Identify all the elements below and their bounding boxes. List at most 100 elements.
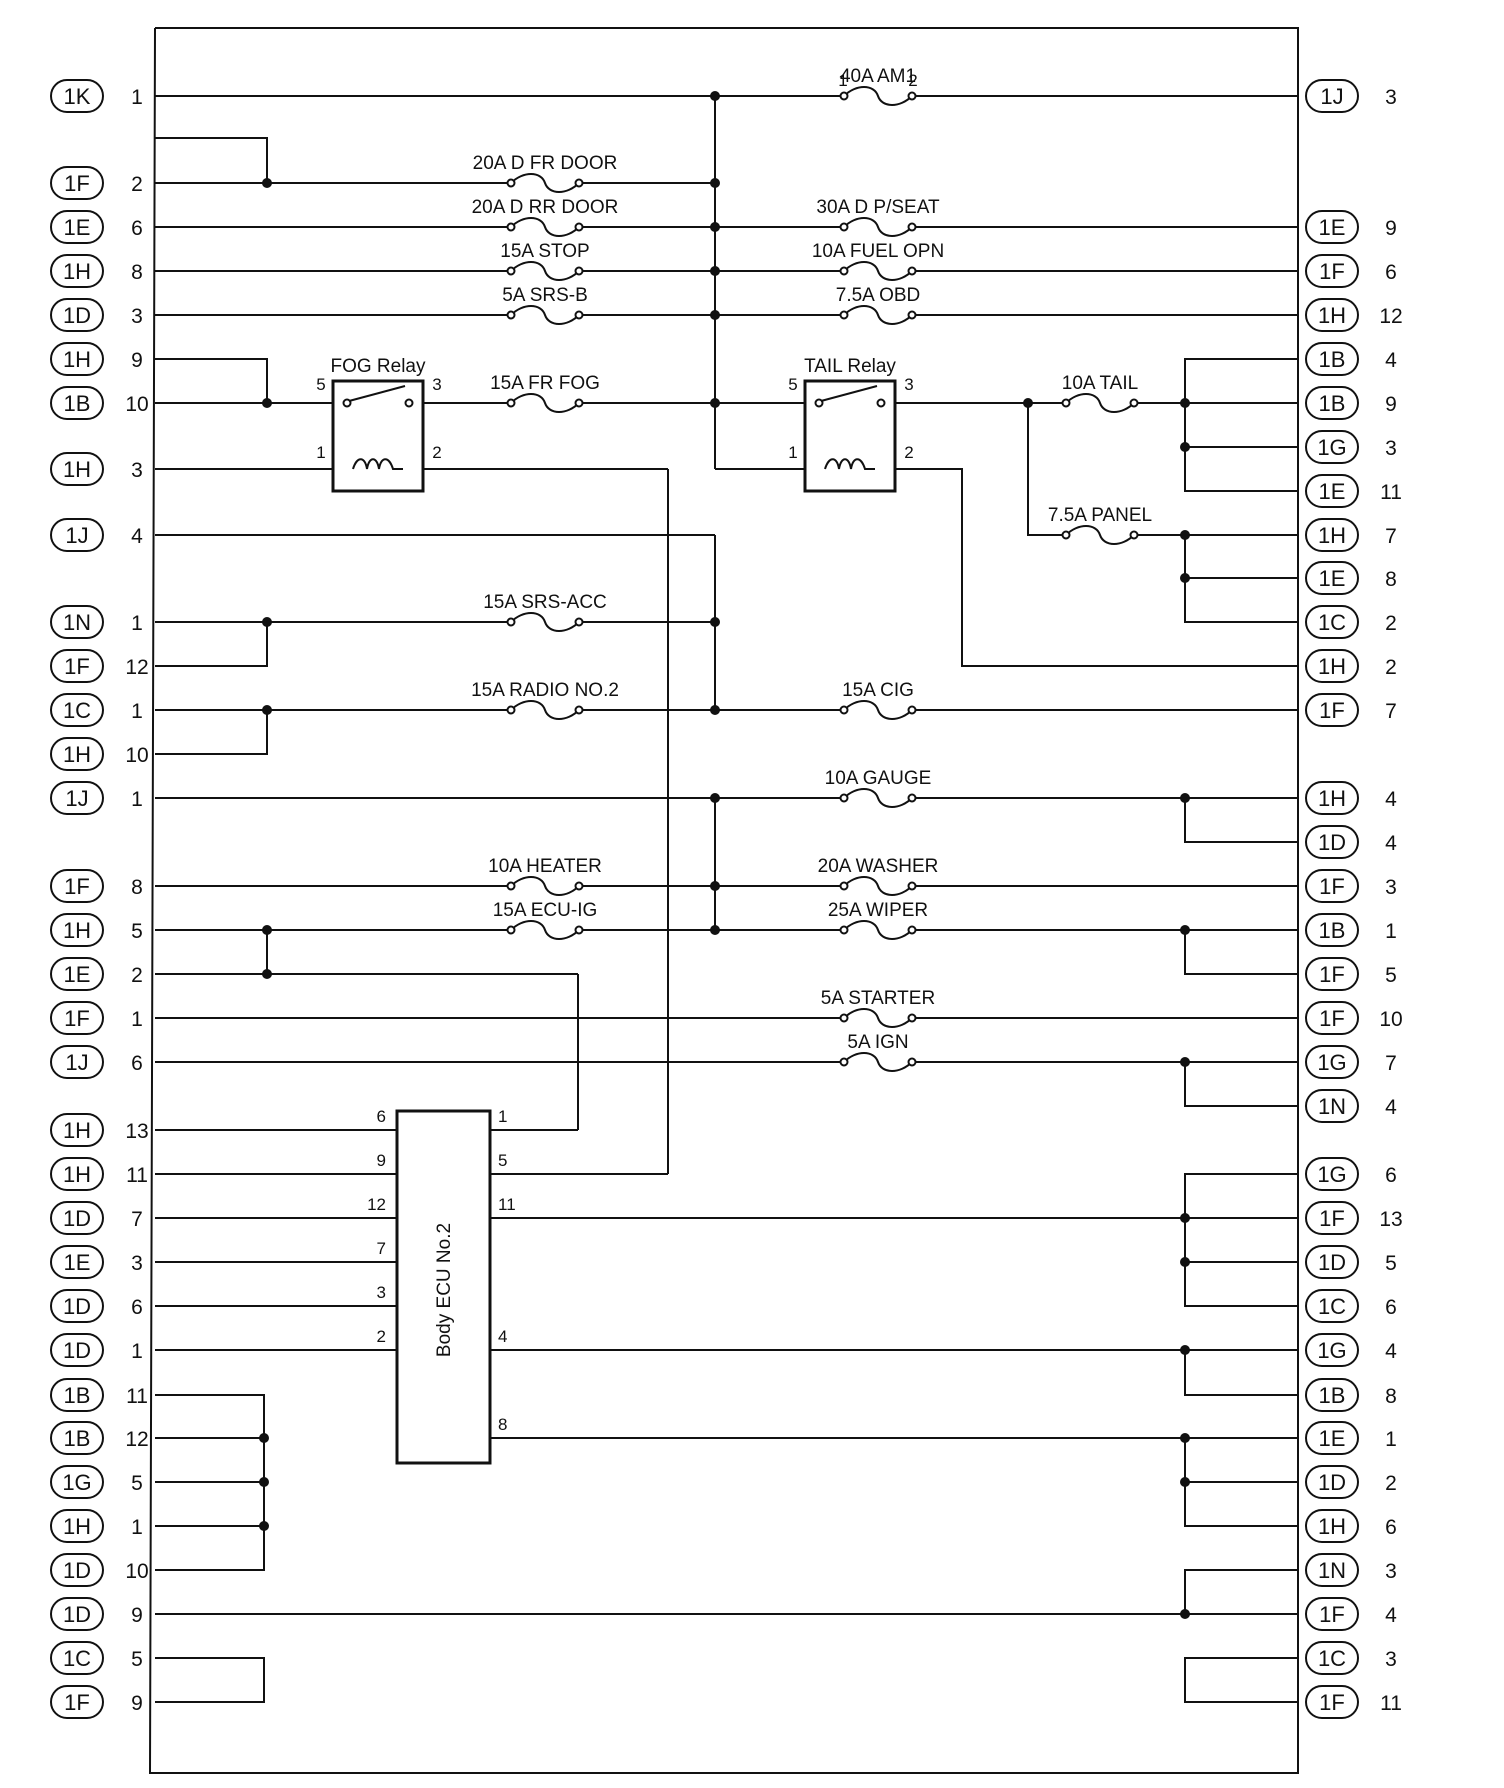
connector-pin: 3 (1385, 86, 1397, 109)
connector-oval-icon (50, 79, 104, 113)
fuse-terminal (839, 1013, 849, 1023)
fuse-icon (843, 261, 913, 281)
connector-oval-icon (50, 1113, 104, 1147)
connector-tag: 1G (1317, 1050, 1346, 1075)
ecu-pin: 11 (498, 1195, 516, 1214)
fuse: 15A RADIO NO.2 (471, 680, 619, 720)
connector-oval-icon (1305, 79, 1359, 113)
relay-pin: 5 (788, 375, 797, 394)
connector-pin: 4 (1385, 832, 1397, 855)
fuse-terminal (506, 925, 516, 935)
connector-oval-icon (1305, 1641, 1359, 1675)
connector-pin: 10 (125, 1560, 148, 1583)
connector-pin: 9 (131, 349, 143, 372)
connector-oval-icon (50, 1001, 104, 1035)
connector-tag: 1H (63, 918, 91, 943)
connector-pin: 5 (1385, 964, 1397, 987)
connector-pin: 13 (1379, 1208, 1402, 1231)
connector-pin: 1 (131, 1008, 143, 1031)
connector-pin: 11 (1380, 1692, 1402, 1715)
connector-oval-icon (50, 1245, 104, 1279)
connector-oval-icon (50, 386, 104, 420)
connector-oval-icon (1305, 693, 1359, 727)
fuse-icon (843, 305, 913, 325)
connector-tag: 1H (63, 1514, 91, 1539)
wire (155, 137, 268, 183)
connector-tag: 1D (1318, 830, 1346, 855)
fuse-icon (510, 920, 580, 940)
fuse-terminal (839, 881, 849, 891)
ecu-pin: 2 (377, 1327, 386, 1346)
junction-dot-icon (710, 705, 720, 715)
connector-oval-icon (50, 342, 104, 376)
connector-tag: 1E (64, 1250, 91, 1275)
connector-tag: 1D (63, 1206, 91, 1231)
connector-pin: 2 (131, 964, 143, 987)
junction-dot-icon (710, 925, 720, 935)
junction-dot-icon (1180, 530, 1190, 540)
connector-tag: 1F (64, 874, 90, 899)
relay-box (331, 379, 425, 493)
connector-pin: 6 (1385, 261, 1397, 284)
connector-pin: 7 (131, 1208, 143, 1231)
connector-oval-icon (1305, 561, 1359, 595)
junction-dot-icon (262, 178, 272, 188)
connector-pin: 4 (1385, 1340, 1397, 1363)
junction-dot-icon (1180, 925, 1190, 935)
fuse-terminal (907, 310, 917, 320)
junction-block-outline (148, 27, 1299, 1774)
connector-tag: 1B (64, 1426, 91, 1451)
connector-pin: 2 (1385, 612, 1397, 635)
fuse: 15A CIG (839, 680, 917, 720)
fuse-terminal (839, 1057, 849, 1067)
fuse-label: 20A WASHER (818, 856, 939, 877)
junction-dot-icon (1180, 398, 1190, 408)
wire (1184, 1173, 1298, 1307)
junction-dot-icon (710, 178, 720, 188)
connector-pin: 8 (1385, 1385, 1397, 1408)
junction-dot-icon (262, 398, 272, 408)
fuse: 10A HEATER (488, 856, 602, 896)
left-connector-1d-7: 1D 7 (50, 1201, 143, 1235)
connector-pin: 6 (1385, 1516, 1397, 1539)
connector-tag: 1G (62, 1470, 91, 1495)
junction-dot-icon (710, 617, 720, 627)
connector-pin: 12 (1379, 305, 1402, 328)
fuse-pin-number: 2 (908, 71, 917, 90)
connector-oval-icon (50, 1201, 104, 1235)
connector-pin: 2 (1385, 656, 1397, 679)
junction-dot-icon (1180, 573, 1190, 583)
fuse-label: 10A TAIL (1062, 373, 1138, 394)
fuse-terminal (907, 91, 917, 101)
fuse-terminal (907, 1013, 917, 1023)
connector-tag: 1H (63, 457, 91, 482)
connector-oval-icon (50, 1289, 104, 1323)
junction-dot-icon (262, 617, 272, 627)
junction-dot-icon (710, 266, 720, 276)
fuse: 15A STOP (500, 241, 590, 281)
connector-tag: 1G (1317, 435, 1346, 460)
connector-pin: 1 (131, 788, 143, 811)
fuse-icon (843, 1008, 913, 1028)
fuse-terminal (1129, 530, 1139, 540)
ecu-box (395, 1109, 492, 1465)
